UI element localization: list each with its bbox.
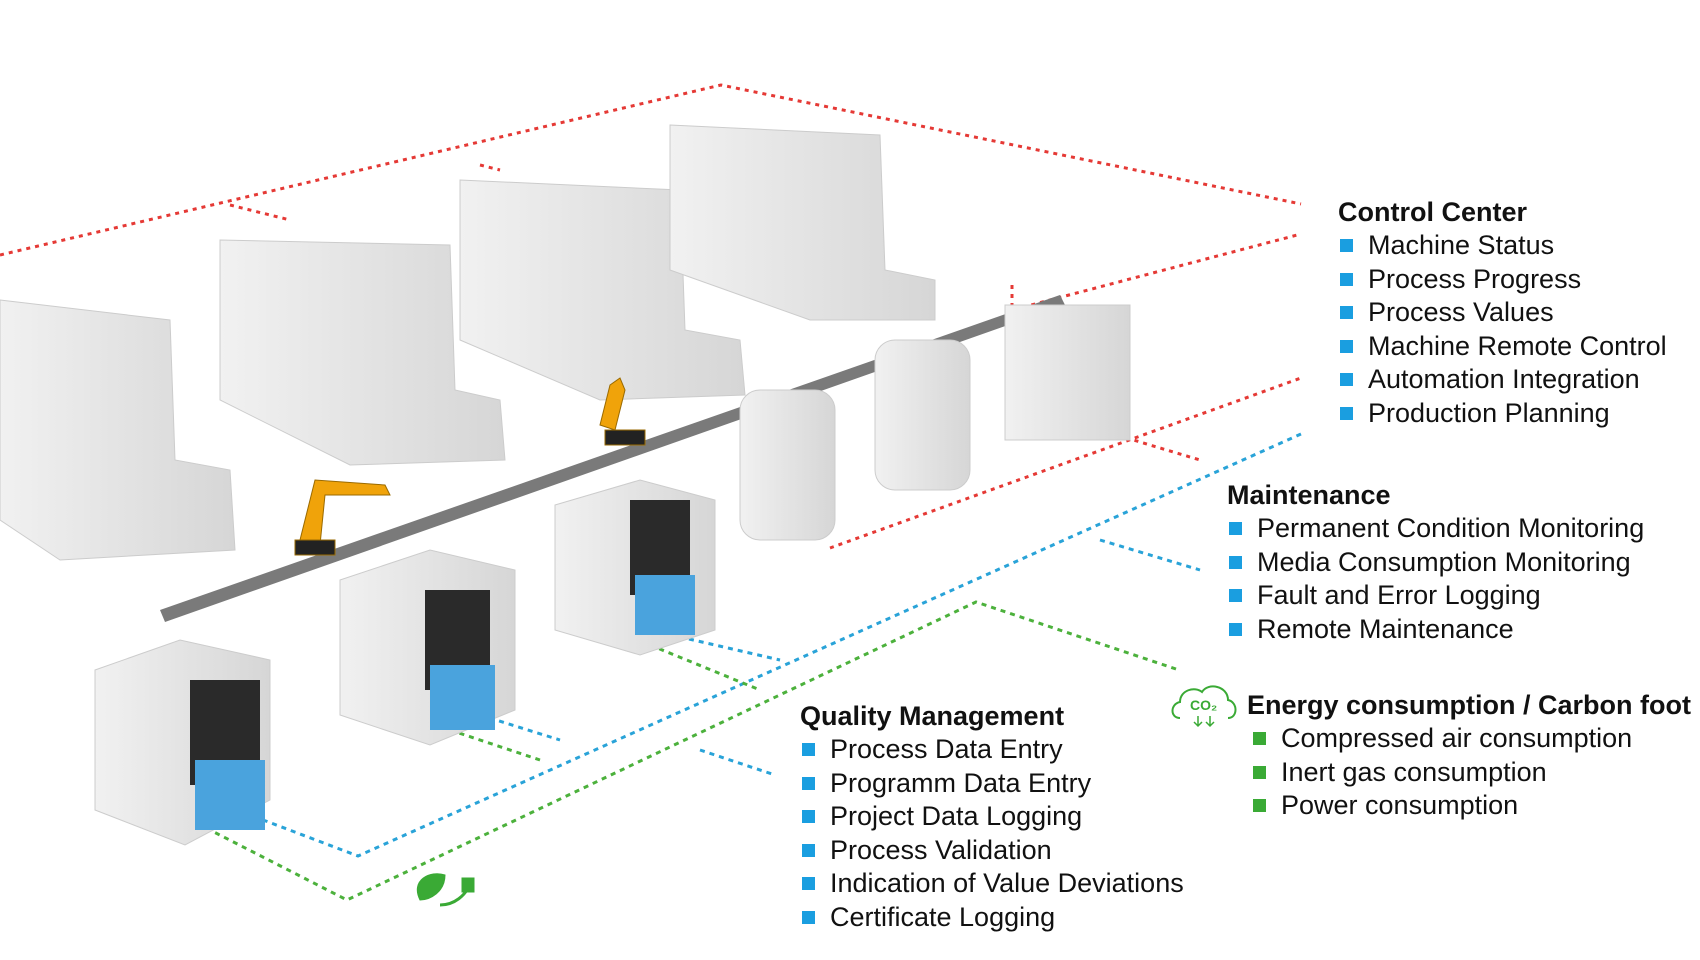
large-machine (0, 124, 936, 561)
item-label: Process Data Entry (830, 734, 1063, 764)
item-label: Remote Maintenance (1257, 613, 1514, 644)
list-item: Process Values (1338, 296, 1667, 330)
bullet-icon (802, 910, 815, 924)
maintenance-title: Maintenance (1227, 480, 1391, 510)
list-item: Project Data Logging (800, 800, 1184, 834)
list-item: Production Planning (1338, 397, 1667, 431)
bullet-icon (1253, 732, 1266, 746)
item-label: Machine Status (1368, 230, 1555, 260)
bullet-icon (1340, 306, 1353, 320)
list-item: Machine Remote Control (1338, 330, 1667, 364)
list-item: Programm Data Entry (800, 767, 1184, 801)
bullet-icon (802, 843, 815, 857)
item-label: Power consumption (1281, 790, 1519, 820)
bullet-icon (1229, 589, 1242, 603)
item-label: Indication of Value Deviations (830, 868, 1184, 898)
bullet-icon (802, 810, 815, 824)
item-label: Process Progress (1368, 263, 1582, 294)
bullet-icon (1229, 622, 1242, 636)
bullet-icon (1340, 373, 1353, 387)
item-label: Production Planning (1368, 397, 1610, 428)
bullet-icon (1340, 406, 1353, 420)
bullet-icon (1340, 339, 1353, 353)
list-item: Media Consumption Monitoring (1227, 546, 1644, 580)
list-item: Process Validation (800, 834, 1184, 868)
energy-title: Energy consumption / Carbon foot (1247, 690, 1691, 720)
list-item: Inert gas consumption (1251, 756, 1691, 790)
list-item: Compressed air consumption (1251, 722, 1691, 756)
item-label: Process Validation (830, 834, 1052, 865)
quality-management-panel: Quality Management Process Data Entry Pr… (800, 700, 1184, 934)
item-label: Automation Integration (1368, 364, 1640, 394)
list-item: Process Data Entry (800, 733, 1184, 767)
list-item: Certificate Logging (800, 901, 1184, 935)
bullet-icon (1253, 799, 1266, 813)
list-item: Fault and Error Logging (1227, 579, 1644, 613)
item-label: Fault and Error Logging (1257, 580, 1541, 610)
list-item: Indication of Value Deviations (800, 867, 1184, 901)
energy-panel: Energy consumption / Carbon foot Compres… (1247, 689, 1691, 823)
bullet-icon (802, 877, 815, 891)
conveyor-rail (160, 295, 1065, 622)
list-item: Permanent Condition Monitoring (1227, 512, 1644, 546)
list-item: Process Progress (1338, 263, 1667, 297)
robot-arm (294, 377, 646, 556)
svg-text:CO₂: CO₂ (1190, 697, 1217, 713)
quality-management-title: Quality Management (800, 701, 1065, 731)
item-label: Programm Data Entry (830, 767, 1092, 798)
leaf-plug-icon (417, 873, 475, 907)
list-item: Automation Integration (1338, 363, 1667, 397)
red-data-link (0, 83, 1302, 550)
bullet-icon (1229, 555, 1242, 569)
silo (739, 304, 1131, 541)
item-label: Machine Remote Control (1368, 330, 1667, 361)
control-center-title: Control Center (1338, 197, 1527, 227)
list-item: Power consumption (1251, 789, 1691, 823)
printer-machine (94, 479, 716, 846)
item-label: Inert gas consumption (1281, 756, 1547, 787)
list-item: Machine Status (1338, 229, 1667, 263)
bullet-icon (802, 776, 815, 790)
control-center-panel: Control Center Machine Status Process Pr… (1338, 196, 1667, 430)
bullet-icon (1340, 272, 1353, 286)
item-label: Certificate Logging (830, 901, 1056, 932)
maintenance-panel: Maintenance Permanent Condition Monitori… (1227, 479, 1644, 646)
green-data-link (209, 600, 1177, 902)
bullet-icon (1253, 765, 1266, 779)
bullet-icon (1340, 239, 1353, 253)
item-label: Media Consumption Monitoring (1257, 546, 1631, 577)
item-label: Permanent Condition Monitoring (1257, 513, 1645, 543)
list-item: Remote Maintenance (1227, 613, 1644, 647)
item-label: Process Values (1368, 297, 1554, 327)
item-label: Compressed air consumption (1281, 723, 1633, 753)
bullet-icon (802, 743, 815, 757)
co2-cloud-icon: CO₂ (1170, 680, 1240, 735)
bullet-icon (1229, 522, 1242, 536)
item-label: Project Data Logging (830, 801, 1083, 831)
